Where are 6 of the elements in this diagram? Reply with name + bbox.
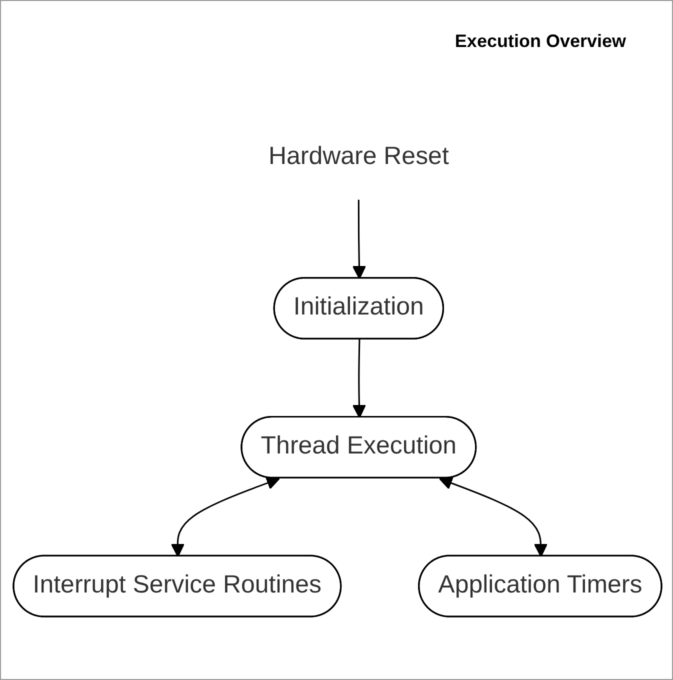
arrow — [438, 476, 548, 558]
diagram-title: Execution Overview — [454, 31, 626, 52]
arrow — [170, 476, 280, 558]
arrow — [352, 339, 366, 418]
node-text: Hardware Reset — [268, 144, 449, 170]
arrow — [352, 200, 366, 280]
